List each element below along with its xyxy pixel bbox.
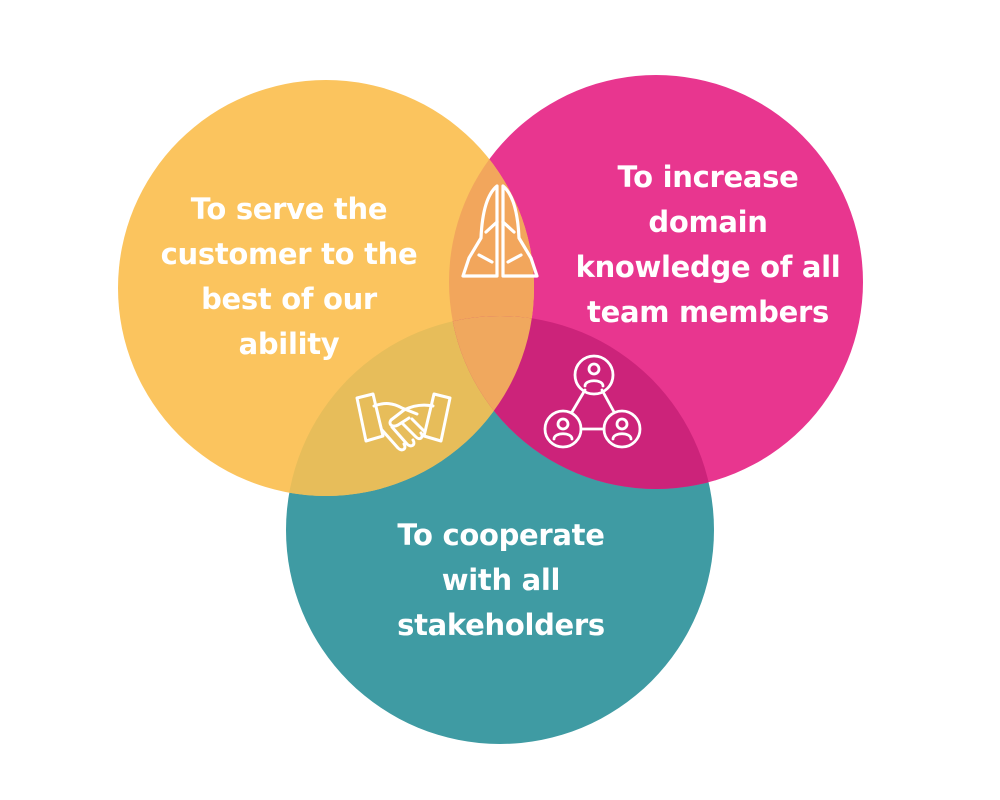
label-line: best of our xyxy=(201,282,377,316)
handshake-icon xyxy=(355,392,452,452)
label-line: domain xyxy=(648,205,768,239)
label-line: To serve the xyxy=(190,192,388,226)
label-line: To cooperate xyxy=(397,518,605,552)
praying-hands-icon xyxy=(461,184,539,278)
team-network-icon xyxy=(543,354,642,449)
label-line: team members xyxy=(587,295,829,329)
label-line: ability xyxy=(238,327,340,361)
overlap-serve-cooperate xyxy=(286,316,534,496)
overlap-increase-cooperate xyxy=(449,316,714,489)
label-line: To increase xyxy=(617,160,799,194)
label-line: stakeholders xyxy=(397,608,605,642)
label-line: with all xyxy=(441,563,561,597)
label-cooperate-stakeholders: To cooperate with all stakeholders xyxy=(346,513,656,648)
label-increase-knowledge: To increase domain knowledge of all team… xyxy=(553,155,863,335)
label-serve-customer: To serve the customer to the best of our… xyxy=(134,187,444,367)
label-line: knowledge of all xyxy=(575,250,841,284)
label-line: customer to the xyxy=(160,237,418,271)
